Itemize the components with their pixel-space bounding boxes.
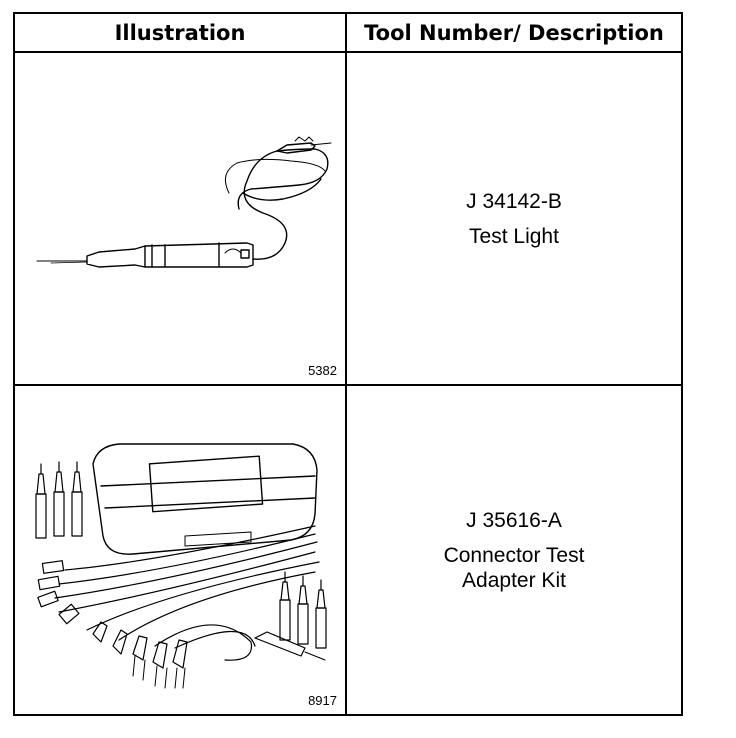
illustration-cell-adapter-kit: 8917 bbox=[13, 384, 347, 716]
description-cell-test-light: J 34142-B Test Light bbox=[345, 51, 683, 386]
header-illustration-label: Illustration bbox=[114, 20, 246, 45]
illustration-cell-test-light: 5382 bbox=[13, 51, 347, 386]
tool-description-line: Test Light bbox=[469, 224, 559, 248]
header-illustration: Illustration bbox=[13, 12, 347, 53]
adapter-kit-illustration bbox=[35, 443, 327, 689]
tool-number: J 35616-A bbox=[466, 508, 562, 532]
tool-table: Illustration Tool Number/ Description bbox=[13, 12, 683, 716]
figure-id: 5382 bbox=[308, 363, 337, 378]
tool-description-line: Adapter Kit bbox=[462, 568, 566, 592]
header-tool-description: Tool Number/ Description bbox=[345, 12, 683, 53]
description-cell-adapter-kit: J 35616-A Connector Test Adapter Kit bbox=[345, 384, 683, 716]
tool-number: J 34142-B bbox=[466, 189, 562, 213]
tool-description-line: Connector Test bbox=[443, 543, 585, 567]
header-tool-description-label: Tool Number/ Description bbox=[364, 20, 664, 45]
test-light-illustration bbox=[36, 136, 332, 268]
figure-id: 8917 bbox=[308, 693, 337, 708]
